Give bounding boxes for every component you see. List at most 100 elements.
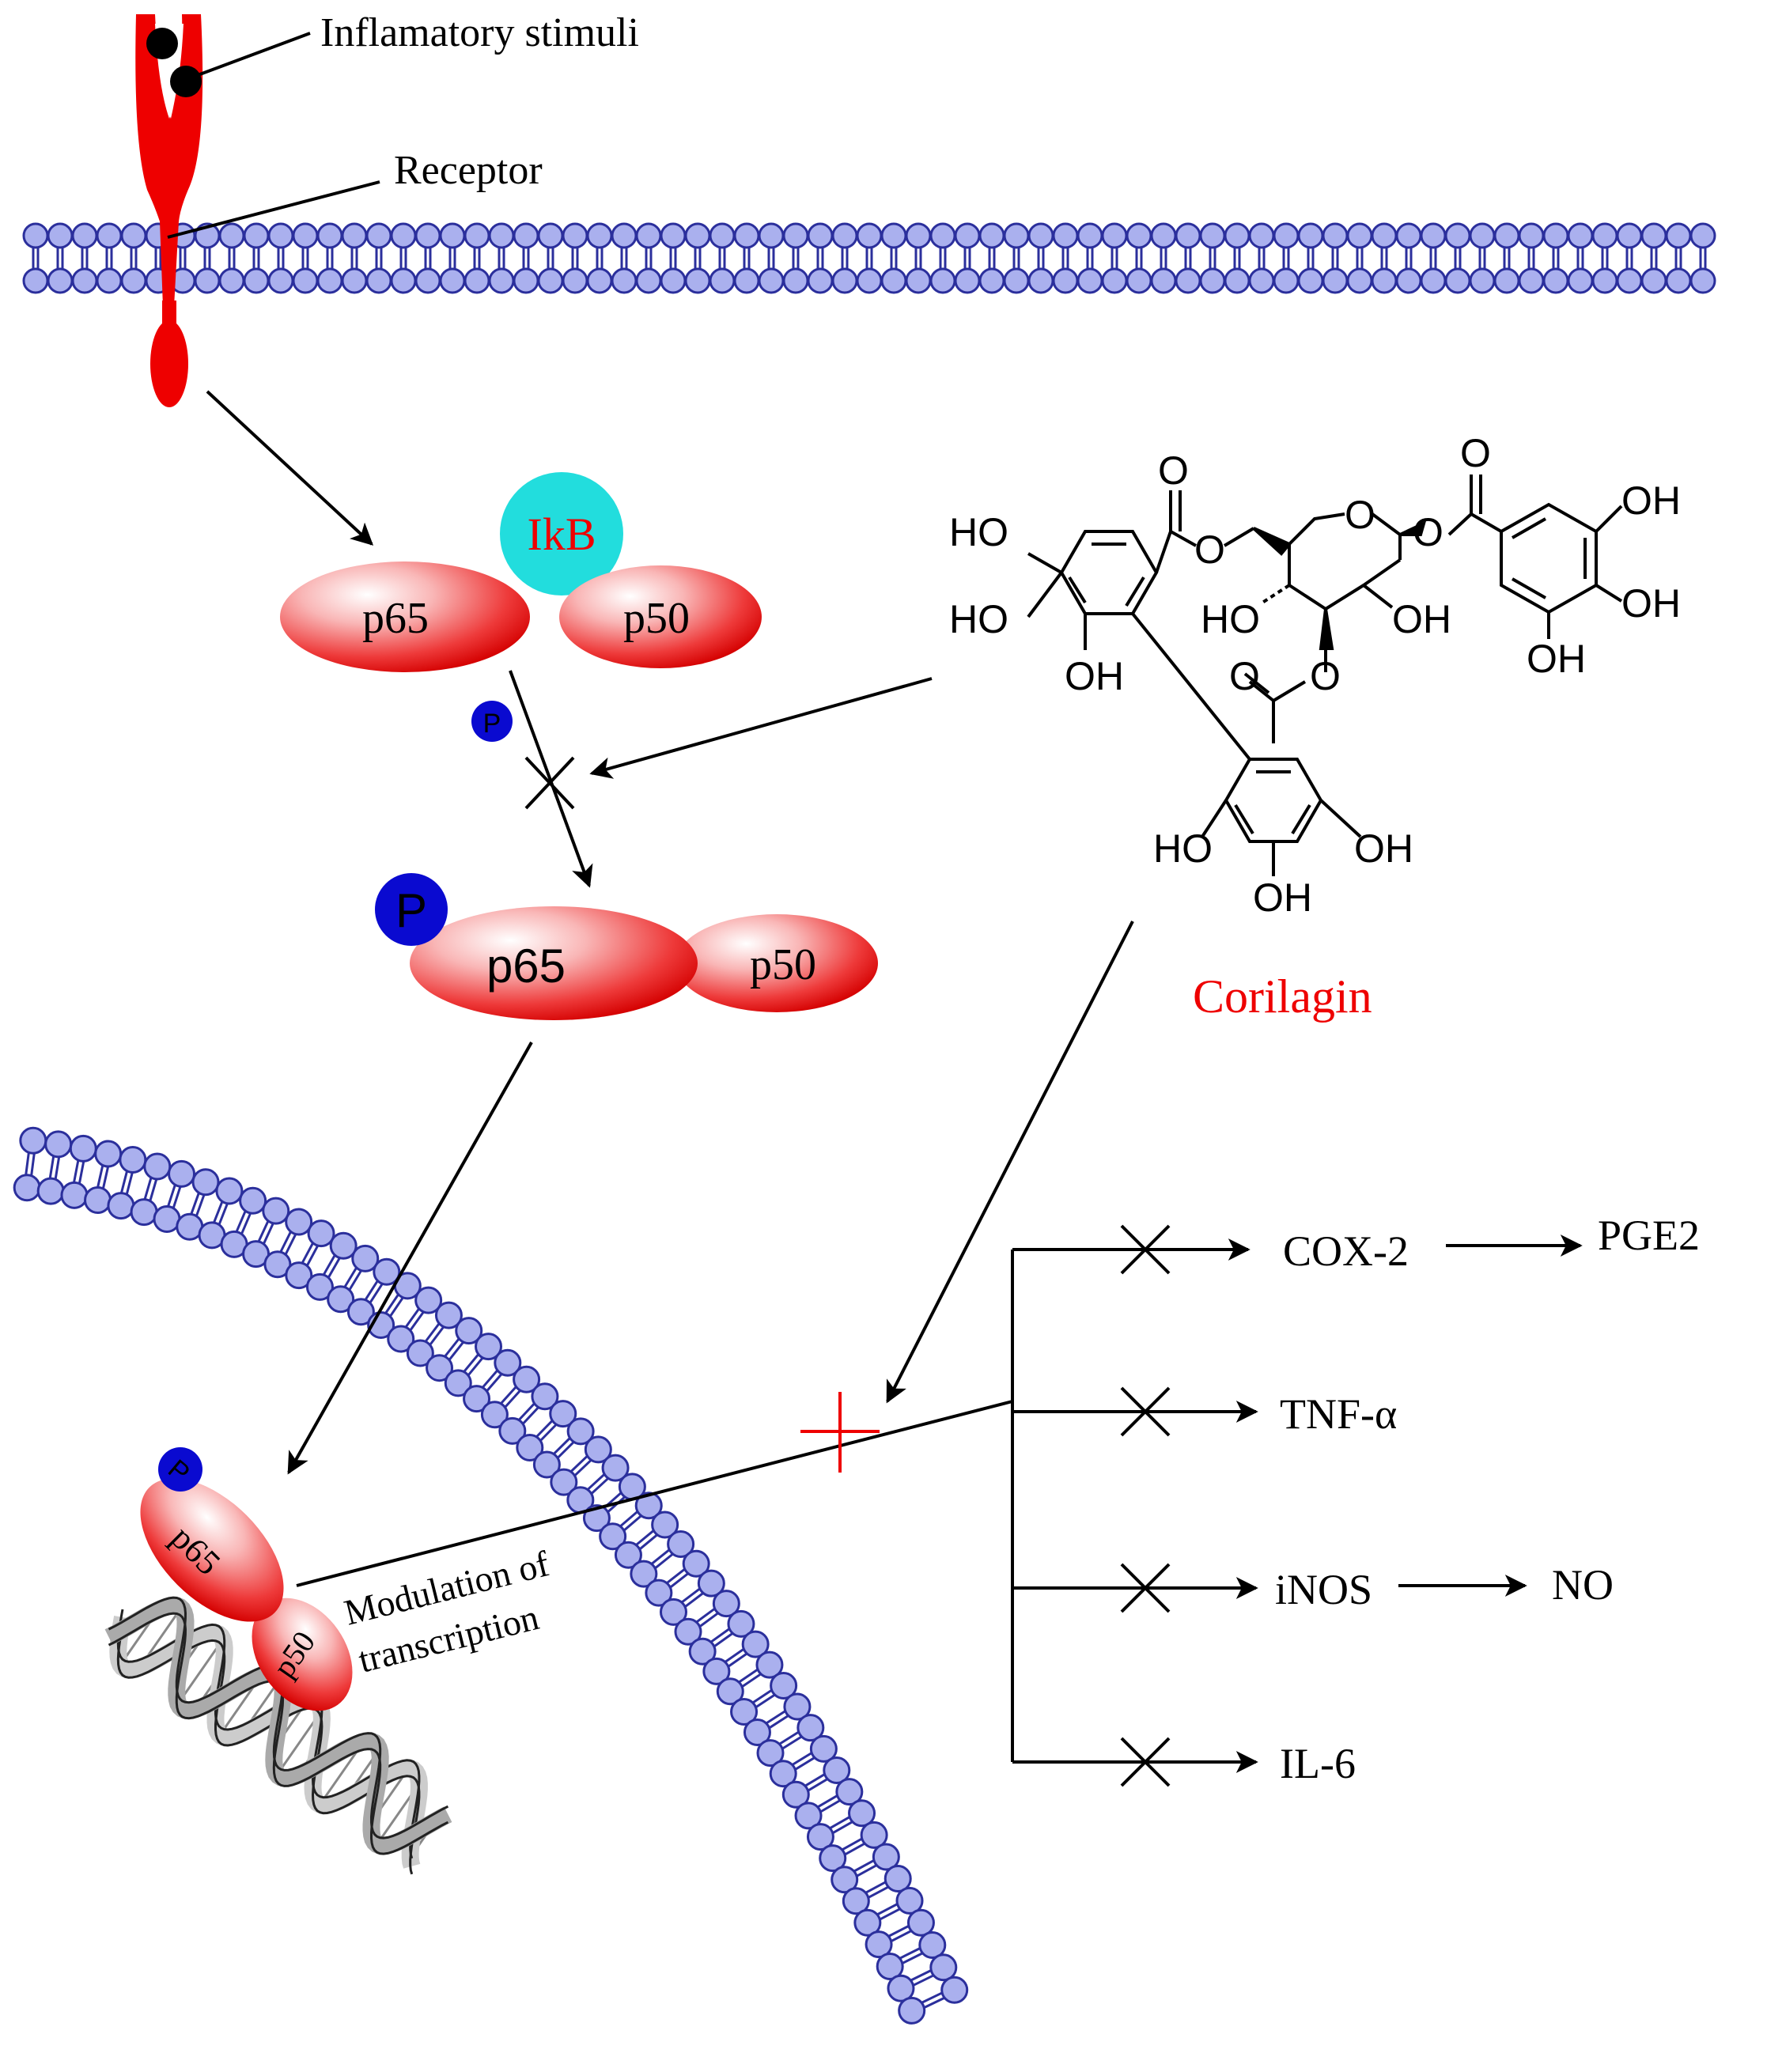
lipid-head	[1640, 222, 1667, 249]
lipid-tail	[504, 1390, 521, 1408]
corilagin-structure	[1027, 475, 1623, 876]
lipid-head	[532, 1450, 561, 1479]
lipid-tail	[327, 1257, 341, 1278]
lipid-tail	[120, 1170, 128, 1193]
lipid-head	[47, 222, 74, 249]
lipid-tail	[500, 1386, 517, 1405]
lipid-head	[107, 1192, 135, 1220]
lipid-head	[1444, 267, 1471, 294]
lipid-tail	[190, 1193, 200, 1215]
lipid-head	[414, 1286, 443, 1314]
lipid-head	[84, 1186, 112, 1215]
lipid-tail	[808, 1778, 828, 1792]
lipid-head	[464, 222, 490, 249]
p50-protein	[675, 914, 878, 1012]
lipid-head	[872, 1843, 900, 1871]
lipid-head	[865, 1930, 893, 1959]
lipid-tail	[888, 1925, 910, 1938]
inos-label: iNOS	[1275, 1566, 1372, 1613]
p50-label: p50	[750, 940, 816, 989]
lipid-tail	[666, 1568, 686, 1584]
lipid-head	[439, 222, 466, 249]
lipid-tail	[240, 1212, 252, 1235]
lipid-tail	[669, 1572, 689, 1589]
lipid-head	[94, 1140, 123, 1168]
lipid-head	[831, 267, 858, 294]
lipid-head	[697, 1569, 725, 1597]
lipid-head	[709, 267, 736, 294]
lipid-head	[918, 1931, 947, 1960]
lipid-head	[36, 1177, 65, 1205]
lipid-tail	[778, 1730, 800, 1745]
p65-label: p65	[362, 594, 429, 643]
lipid-head	[884, 1865, 912, 1893]
dna-strand-edge	[108, 1612, 449, 1855]
nfkb-ikb-complex: IkB p65 p50	[280, 472, 762, 672]
lipid-head	[1224, 222, 1251, 249]
lipid-head	[755, 1650, 784, 1679]
lipid-tail	[448, 1341, 464, 1361]
lipid-head	[215, 1177, 244, 1205]
lipid-head	[513, 1365, 541, 1393]
activation-arrow	[206, 390, 374, 546]
lipid-head	[1126, 267, 1152, 294]
svg-text:HO: HO	[949, 597, 1008, 641]
lipid-head	[1052, 267, 1079, 294]
receptor-label: Receptor	[394, 148, 543, 193]
lipid-head	[1199, 222, 1226, 249]
lipid-head	[1469, 267, 1496, 294]
lipid-head	[1322, 222, 1349, 249]
lipid-tail	[257, 1220, 270, 1242]
lipid-head	[480, 1401, 509, 1429]
lipid-head	[434, 1301, 463, 1329]
lipid-head	[537, 222, 564, 249]
lipid-head	[758, 267, 785, 294]
lipid-tail	[794, 1756, 815, 1771]
lipid-tail	[429, 1326, 445, 1346]
phosphate-label: P	[483, 709, 501, 739]
cell-membrane	[22, 222, 1716, 294]
lipid-tail	[856, 1864, 877, 1877]
lipid-head	[756, 1739, 785, 1768]
lipid-tail	[902, 1952, 923, 1964]
tnf-alpha-label: TNF-α	[1280, 1390, 1397, 1438]
lipid-tail	[923, 1996, 945, 2009]
lipid-head	[1076, 222, 1103, 249]
dna-bound-nfkb: P p65 p50	[140, 1447, 353, 1711]
lipid-head	[488, 267, 515, 294]
lipid-head	[1469, 222, 1496, 249]
svg-text:O: O	[1158, 448, 1189, 493]
lipid-head	[978, 222, 1005, 249]
lipid-head	[373, 1257, 401, 1286]
branch-tnf: TNF-α	[1012, 1386, 1397, 1438]
lipid-head	[1371, 222, 1398, 249]
lipid-head	[876, 1952, 904, 1980]
corilagin-atom-labels: HO HO OH O O O O O HO OH O O OH OH OH HO…	[949, 431, 1681, 920]
lipid-tail	[819, 1799, 841, 1813]
svg-text:O: O	[1460, 431, 1491, 475]
lipid-tail	[467, 1357, 484, 1376]
lipid-head	[1101, 267, 1128, 294]
lipid-head	[1689, 267, 1716, 294]
lipid-head	[1273, 222, 1300, 249]
phosphate-small	[471, 701, 513, 742]
lipid-tail	[25, 1152, 30, 1175]
lipid-head	[1420, 222, 1447, 249]
lipid-head	[267, 222, 294, 249]
lipid-tail	[728, 1652, 747, 1668]
lipid-head	[635, 222, 662, 249]
svg-text:O: O	[1229, 654, 1260, 698]
lipid-tail	[389, 1297, 404, 1318]
p50-protein	[559, 565, 762, 668]
lipid-head	[1101, 222, 1128, 249]
lipid-head	[1395, 267, 1422, 294]
lipid-head	[71, 267, 98, 294]
lipid-head	[329, 1231, 358, 1260]
svg-text:OH: OH	[1621, 478, 1681, 523]
lipid-tail	[263, 1223, 274, 1245]
p65-label: p65	[486, 940, 566, 993]
lipid-head	[743, 1718, 771, 1747]
lipid-head	[218, 267, 245, 294]
lipid-head	[44, 1130, 73, 1159]
lipid-tail	[149, 1178, 158, 1201]
